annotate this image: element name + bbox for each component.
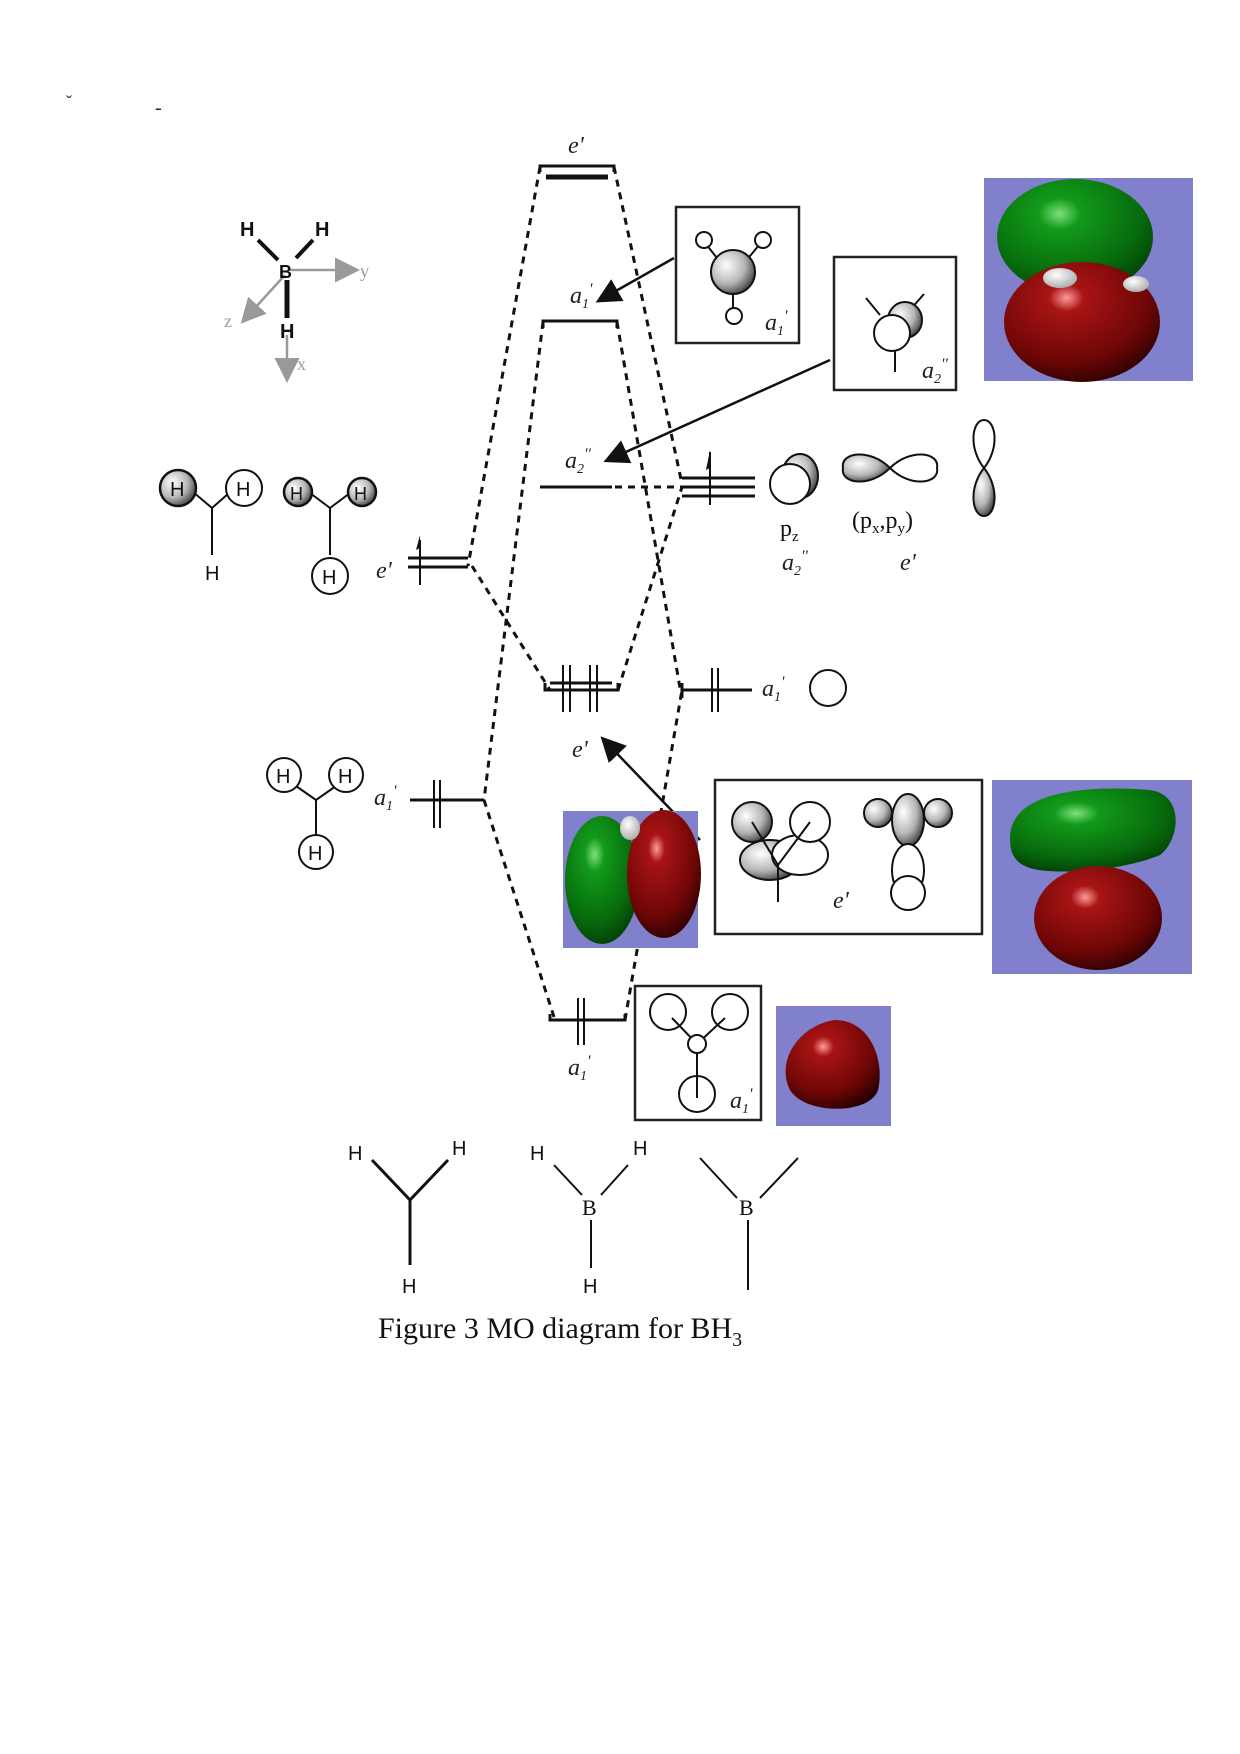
svg-text:B: B (739, 1195, 754, 1220)
lobe-red (627, 810, 701, 938)
left-fragment: H H H H H H e' H H H a1' (158, 468, 484, 870)
center-mo-levels: e' a1' a2'' e' a1' (538, 133, 627, 1084)
svg-text:B: B (582, 1195, 597, 1220)
render-e-orbital-b (992, 780, 1192, 974)
svg-text:H: H (583, 1276, 597, 1298)
axis-label-x: x (297, 354, 306, 374)
mo-label: e' (568, 133, 585, 159)
mo-level-a1-bonding (548, 1014, 627, 1022)
inset-a1-antibonding: a1' (674, 205, 801, 345)
inset-e-bonding: e' (713, 778, 984, 936)
pxpy-symmetry: e' (900, 550, 917, 576)
inset-a1-bonding: a1' (633, 984, 763, 1122)
px-orbital-shaded-lobe (841, 453, 892, 483)
pxpy-label: (px,py) (852, 508, 913, 537)
boron-s-orbital (710, 249, 756, 295)
mo-level-a1-antibonding (541, 319, 619, 328)
svg-text:H: H (633, 1138, 647, 1160)
s-orbital (809, 669, 847, 707)
mo-label: a1' (568, 1053, 591, 1084)
svg-text:H: H (308, 843, 322, 865)
mo-label: a2'' (565, 446, 591, 477)
z-axis-arrow (240, 274, 286, 324)
lobe-red (1034, 866, 1162, 970)
lobe-green (997, 179, 1153, 295)
pz-label: pz (780, 516, 799, 545)
electron-arrows (577, 998, 585, 1045)
svg-text:H: H (348, 1143, 362, 1165)
boron-pz-orbital (873, 314, 911, 352)
svg-text:H: H (322, 567, 336, 589)
h-orbital-shaded (158, 468, 198, 508)
svg-text:H: H (205, 563, 219, 585)
pointer-arrow (595, 256, 675, 303)
atom-b: B (279, 262, 292, 282)
right-fragment: pz a2'' (px,py) e' a1' (680, 418, 996, 712)
svg-text:H: H (530, 1143, 544, 1165)
h-orbital-open (298, 834, 334, 870)
px-orbital-open-lobe (888, 453, 939, 483)
inset-a2pp-nonbonding: a2'' (832, 255, 958, 392)
fragment-label: a1' (374, 783, 397, 814)
atom-h: H (280, 321, 294, 343)
py-orbital-shaded-lobe (972, 466, 996, 518)
stray-mark: - (155, 97, 162, 119)
pointer-arrow (603, 358, 831, 464)
svg-text:H: H (290, 484, 303, 504)
pz-symmetry: a2'' (782, 548, 808, 579)
inset-label: e' (833, 888, 850, 914)
pz-orbital-front-lobe (769, 463, 811, 505)
fragment-label: e' (376, 558, 393, 584)
bottom-structure-bh3: H H B H (530, 1138, 647, 1298)
inset-label: a2'' (922, 356, 948, 387)
render-a1-bonding-orbital (776, 1006, 891, 1126)
axis-label-y: y (360, 261, 369, 281)
mo-label: e' (572, 737, 589, 763)
h-orbital-shaded (282, 476, 314, 508)
figure-caption: Figure 3 MO diagram for BH3 (378, 1312, 742, 1351)
mo-label: a1' (570, 281, 593, 312)
svg-text:H: H (276, 766, 290, 788)
h-orbital-open (225, 469, 263, 507)
svg-text:H: H (452, 1138, 466, 1160)
h-orbital-open (311, 557, 349, 595)
lobe-green (1010, 788, 1176, 872)
render-a2pp-orbital (984, 178, 1193, 382)
lobe-green (565, 816, 639, 944)
correlation-lines (466, 166, 684, 1021)
s-symmetry: a1' (762, 674, 785, 705)
bottom-structure-h3: H H H (348, 1138, 466, 1298)
svg-text:H: H (338, 766, 352, 788)
electron-arrows (562, 665, 598, 712)
lobe-red (1004, 262, 1160, 382)
boron-s-orbital (687, 1034, 707, 1054)
atom-h: H (240, 219, 254, 241)
py-orbital-open-lobe (972, 418, 996, 470)
h-orbital-open (328, 757, 364, 793)
stray-mark: ˇ (66, 92, 72, 112)
mo-level-e-bonding (543, 683, 620, 692)
atom-h: H (315, 219, 329, 241)
render-e-orbital-a (563, 810, 701, 948)
inset-label: a1' (765, 308, 788, 339)
svg-text:H: H (402, 1276, 416, 1298)
mo-level-e-antibonding (538, 164, 616, 172)
svg-text:H: H (236, 479, 250, 501)
axis-label-z: z (224, 311, 232, 331)
svg-text:H: H (170, 479, 184, 501)
h-orbital-shaded (346, 476, 378, 508)
svg-text:H: H (354, 484, 367, 504)
bottom-structure-b-fragment: B (699, 1157, 799, 1290)
inset-label: a1' (730, 1086, 753, 1117)
lobe-red (785, 1020, 880, 1109)
axes-sketch: H H B H y z x (224, 219, 369, 383)
h-orbital-open (266, 757, 302, 793)
